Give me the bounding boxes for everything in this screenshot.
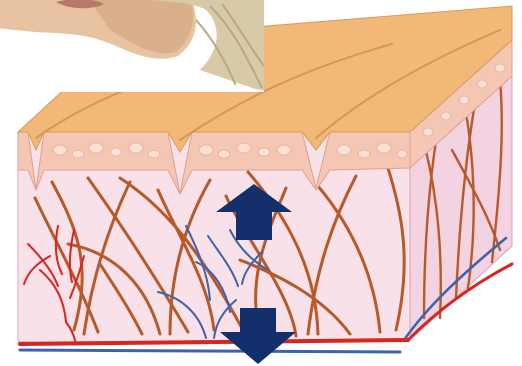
face-photo-inset — [0, 0, 264, 92]
